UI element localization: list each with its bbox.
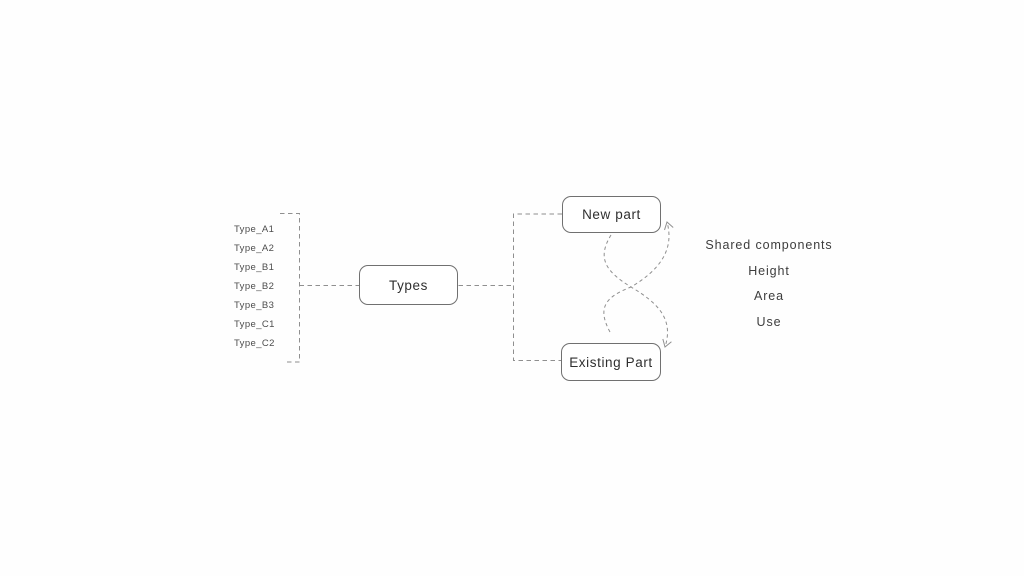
node-new-part: New part <box>562 196 661 233</box>
shared-attributes-list: Shared components Height Area Use <box>684 233 854 336</box>
shared-attribute-item: Shared components <box>705 238 833 252</box>
swap-arrow-down <box>603 234 672 348</box>
type-list-item: Type_C1 <box>234 319 275 330</box>
type-list-item: Type_B2 <box>234 281 275 292</box>
type-list-item: Type_B1 <box>234 262 275 273</box>
node-existing-part-label: Existing Part <box>569 354 653 370</box>
shared-attribute-item: Height <box>748 263 790 278</box>
type-list-bracket <box>280 213 300 363</box>
node-existing-part: Existing Part <box>561 343 661 381</box>
type-list-item: Type_C2 <box>234 338 275 349</box>
type-list: Type_A1 Type_A2 Type_B1 Type_B2 Type_B3 … <box>234 220 294 353</box>
node-new-part-label: New part <box>582 207 641 222</box>
shared-attribute-item: Use <box>756 315 782 330</box>
type-list-item: Type_A1 <box>234 224 275 235</box>
type-list-item: Type_A2 <box>234 243 275 254</box>
shared-attribute-item: Area <box>753 289 784 304</box>
swap-arrow-up <box>603 221 674 333</box>
type-list-item: Type_B3 <box>234 300 275 311</box>
split-bracket <box>513 213 562 361</box>
node-types-label: Types <box>388 277 429 293</box>
node-types: Types <box>359 265 458 305</box>
